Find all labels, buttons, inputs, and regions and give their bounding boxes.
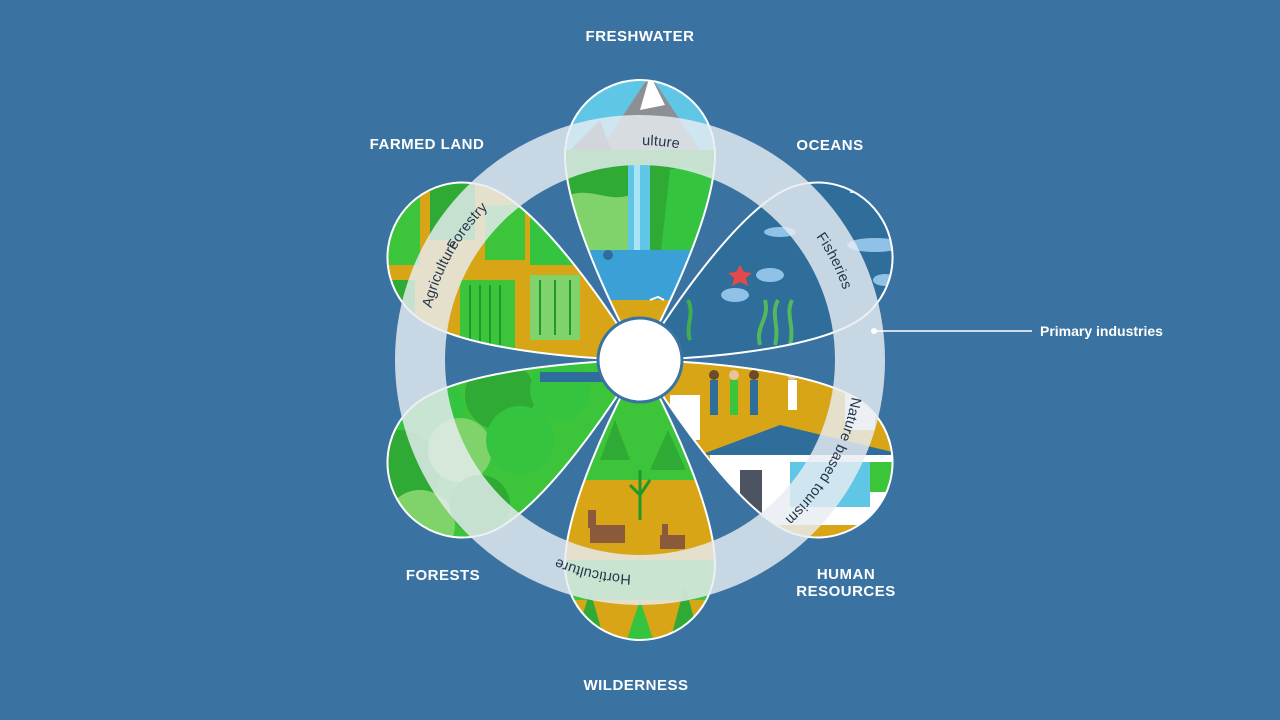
label-farmed-land: FARMED LAND <box>370 136 485 153</box>
label-freshwater: FRESHWATER <box>586 28 695 45</box>
label-oceans: OCEANS <box>796 137 863 154</box>
center-hub <box>596 316 684 404</box>
label-wilderness: WILDERNESS <box>583 677 688 694</box>
primary-industries-ring <box>395 115 885 605</box>
label-human-resources-line2: RESOURCES <box>796 583 896 600</box>
primary-industries-leader-dot <box>871 328 877 334</box>
label-human-resources-line1: HUMAN <box>817 566 875 583</box>
label-forests: FORESTS <box>406 567 480 584</box>
label-primary-industries: Primary industries <box>1040 323 1163 339</box>
